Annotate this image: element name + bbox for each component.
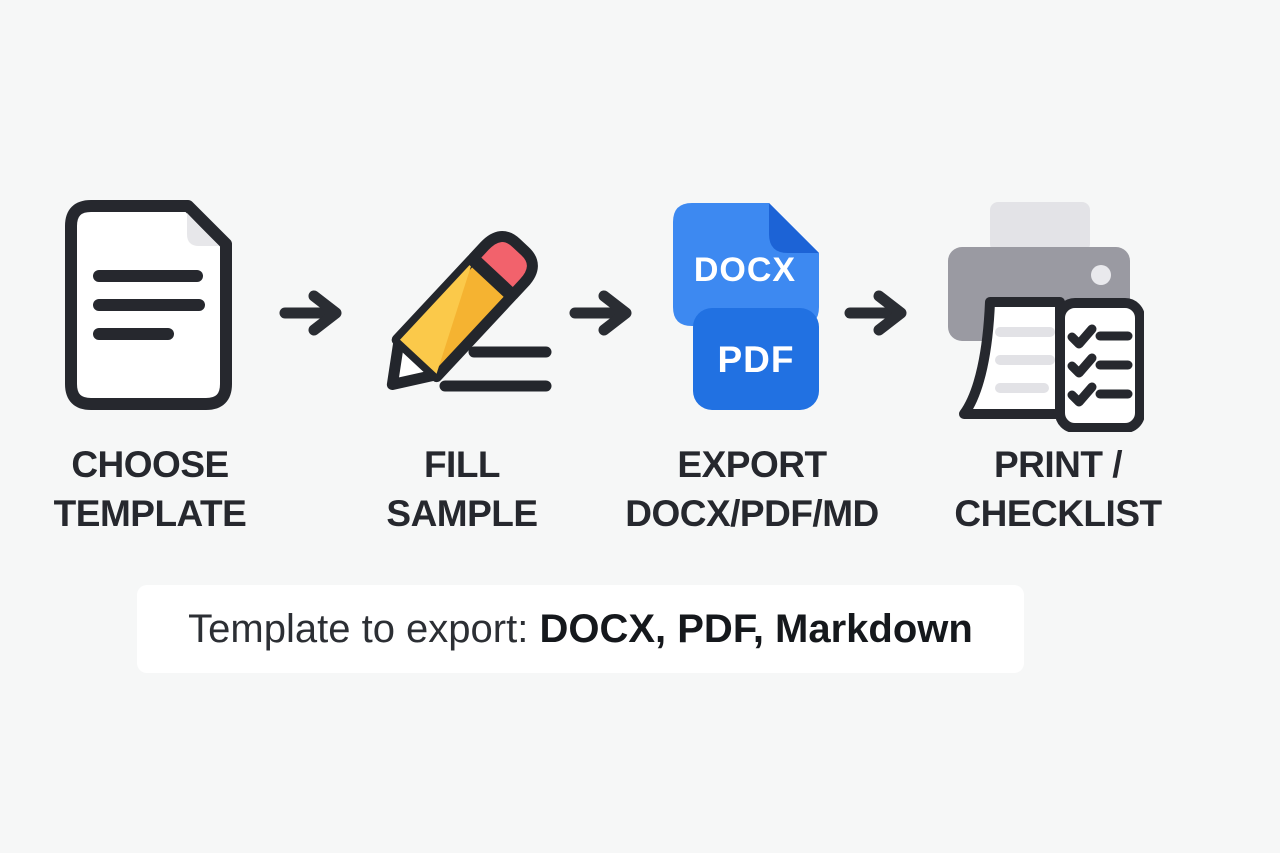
step-label-line: TEMPLATE xyxy=(53,493,247,534)
step-label-export: EXPORT DOCX/PDF/MD xyxy=(592,440,912,538)
step-label-line: EXPORT xyxy=(677,444,827,485)
checkmark-icon xyxy=(1067,382,1097,407)
arrow-right-icon xyxy=(568,283,638,343)
pdf-file-badge xyxy=(693,308,819,410)
caption-prefix: Template to export: xyxy=(188,606,540,651)
document-fold xyxy=(187,213,219,246)
pencil-eraser xyxy=(468,231,538,301)
printer-button xyxy=(1091,265,1111,285)
step-label-line: SAMPLE xyxy=(386,493,538,534)
pencil-highlight xyxy=(399,262,473,374)
docx-badge-label: DOCX xyxy=(694,251,796,289)
arrow-right-icon xyxy=(278,283,348,343)
step-label-fill-sample: FILL SAMPLE xyxy=(322,440,602,538)
document-icon xyxy=(65,200,232,410)
checkmark-icon xyxy=(1067,353,1097,378)
docx-file-fold xyxy=(769,203,819,253)
step-label-line: FILL xyxy=(423,444,501,485)
docx-pdf-files-icon: DOCX PDF xyxy=(672,202,822,412)
pencil-icon xyxy=(370,200,555,405)
step-label-line: CHOOSE xyxy=(71,444,229,485)
step-label-line: PRINT / xyxy=(993,444,1123,485)
arrow-right-icon xyxy=(843,283,913,343)
step-label-line: DOCX/PDF/MD xyxy=(625,493,879,534)
step-label-print-checklist: PRINT / CHECKLIST xyxy=(908,440,1208,538)
step-label-line: CHECKLIST xyxy=(954,493,1162,534)
checkmark-icon xyxy=(1067,324,1097,349)
printer-checklist-icon xyxy=(944,200,1144,432)
step-label-choose-template: CHOOSE TEMPLATE xyxy=(10,440,290,538)
printer-paper-tray xyxy=(990,202,1090,252)
caption-bar: Template to export: DOCX, PDF, Markdown xyxy=(137,585,1024,673)
pdf-badge-label: PDF xyxy=(718,339,795,380)
caption-formats: DOCX, PDF, Markdown xyxy=(539,606,973,651)
